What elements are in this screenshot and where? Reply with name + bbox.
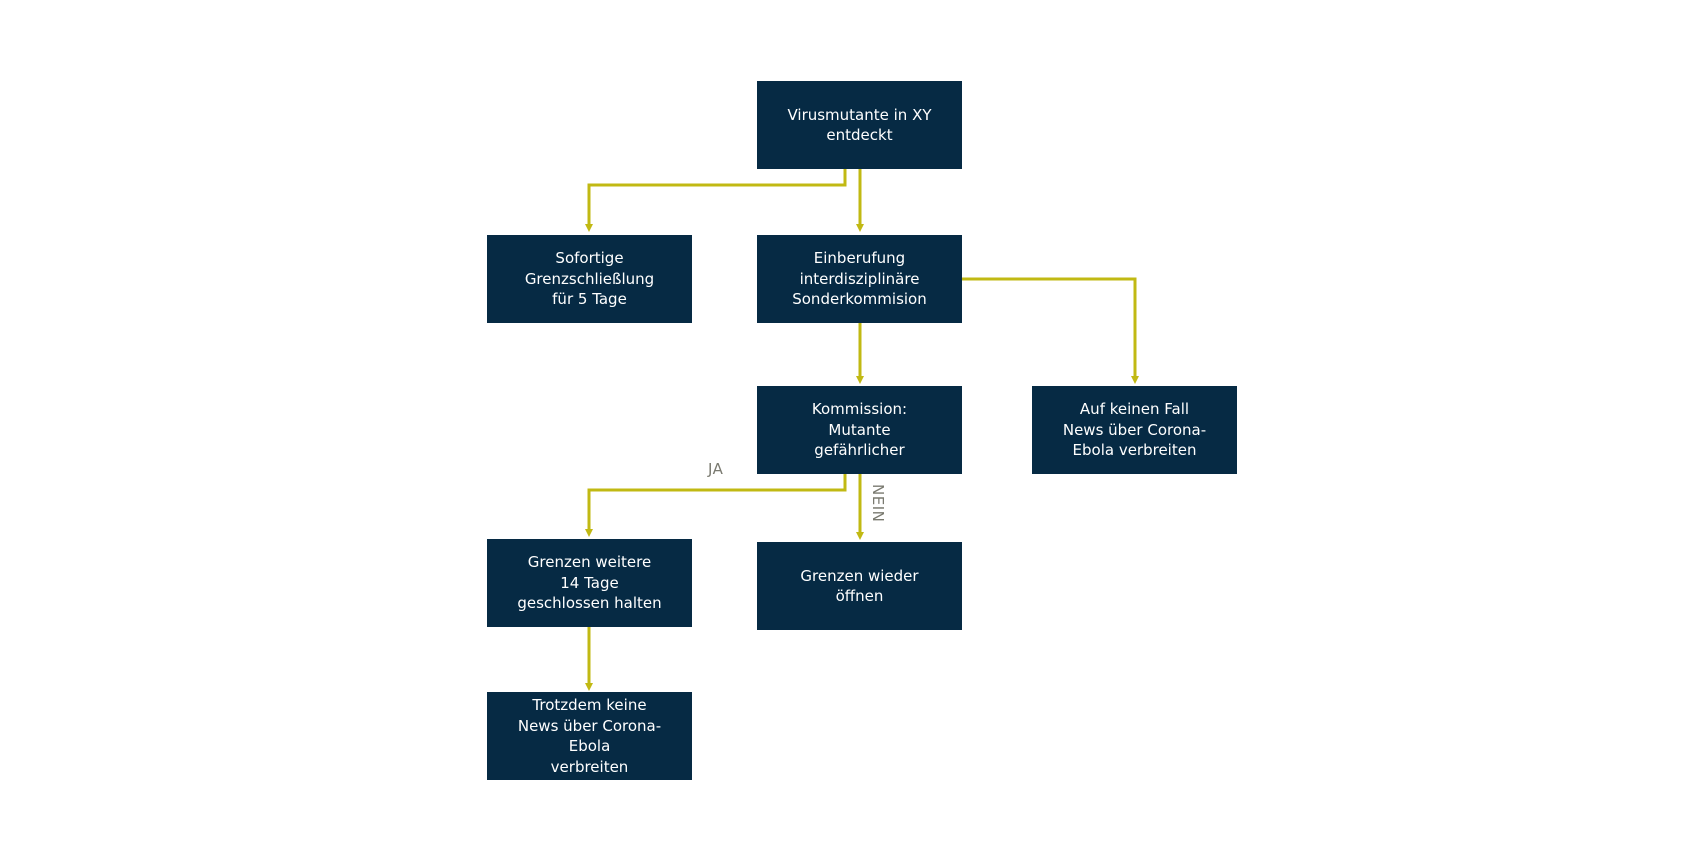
connector-virusmutante-to-grenzschliessung bbox=[585, 168, 847, 232]
node-news-verbreiten: Auf keinen Fall News über Corona- Ebola … bbox=[1032, 386, 1237, 474]
node-grenzschliessung: Sofortige Grenzschließlung für 5 Tage bbox=[487, 235, 692, 323]
node-virusmutante-label: Virusmutante in XY entdeckt bbox=[787, 105, 932, 145]
node-grenzen-oeffnen: Grenzen wieder öffnen bbox=[757, 542, 962, 630]
node-grenzen-weitere: Grenzen weitere 14 Tage geschlossen halt… bbox=[487, 539, 692, 627]
node-grenzschliessung-label: Sofortige Grenzschließlung für 5 Tage bbox=[524, 249, 655, 309]
connector-einberufung-to-news bbox=[962, 277, 1139, 384]
node-trotzdem: Trotzdem keine News über Corona- Ebola v… bbox=[487, 692, 692, 780]
connector-kommission-ja bbox=[585, 474, 847, 537]
edge-label-ja: JA bbox=[708, 460, 724, 478]
node-trotzdem-label: Trotzdem keine News über Corona- Ebola v… bbox=[517, 696, 662, 776]
node-kommission-label: Kommission: Mutante gefährlicher bbox=[811, 400, 908, 460]
node-kommission: Kommission: Mutante gefährlicher bbox=[757, 386, 962, 474]
node-grenzen-oeffnen-label: Grenzen wieder öffnen bbox=[800, 566, 919, 606]
node-news-verbreiten-label: Auf keinen Fall News über Corona- Ebola … bbox=[1062, 400, 1207, 460]
node-virusmutante: Virusmutante in XY entdeckt bbox=[757, 81, 962, 169]
node-grenzen-weitere-label: Grenzen weitere 14 Tage geschlossen halt… bbox=[517, 553, 662, 613]
edge-label-nein: NEIN bbox=[869, 484, 887, 523]
node-einberufung: Einberufung interdisziplinäre Sonderkomm… bbox=[757, 235, 962, 323]
node-einberufung-label: Einberufung interdisziplinäre Sonderkomm… bbox=[792, 249, 927, 309]
